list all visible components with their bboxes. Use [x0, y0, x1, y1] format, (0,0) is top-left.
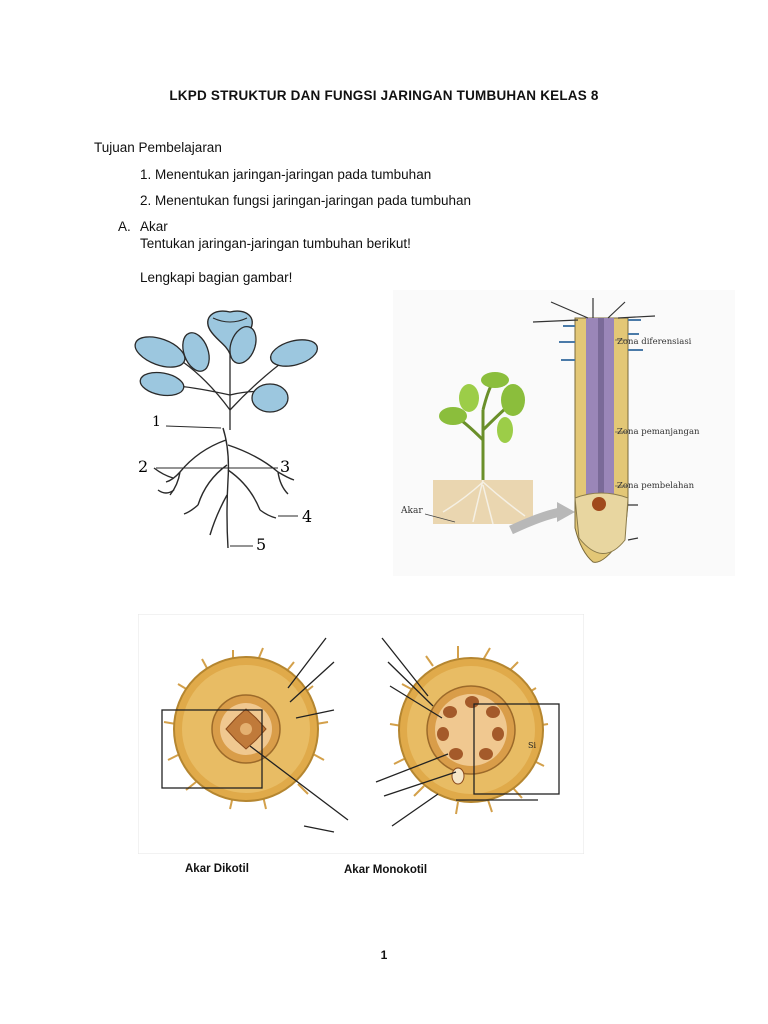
leaves-icon	[134, 326, 319, 430]
section-a-heading: Akar	[140, 219, 168, 234]
section-a-instruction: Tentukan jaringan-jaringan tumbuhan beri…	[140, 236, 411, 251]
akar-label: Akar	[400, 506, 423, 516]
plant-label-3: 3	[280, 457, 290, 476]
monocot-caption: Akar Monokotil	[344, 864, 428, 876]
plant-label-5: 5	[256, 535, 266, 554]
objective-item-2: 2. Menentukan fungsi jaringan-jaringan p…	[140, 193, 471, 208]
page-title: LKPD STRUKTUR DAN FUNGSI JARINGAN TUMBUH…	[169, 88, 599, 103]
seedling-icon	[424, 372, 533, 525]
section-a-marker: A.	[118, 219, 131, 234]
zone-division-label: Zona pembelahan	[617, 481, 695, 491]
zone-elongation-label: Zona pemanjangan	[617, 427, 700, 437]
section-a-task: Lengkapi bagian gambar!	[140, 270, 293, 285]
dicot-caption: Akar Dikotil	[185, 863, 249, 875]
monocot-root-section-icon	[389, 646, 549, 815]
plant-label-1: 1	[152, 414, 161, 430]
dicot-stele-box	[161, 709, 263, 789]
plant-label-2: 2	[138, 457, 148, 476]
objectives-heading: Tujuan Pembelajaran	[94, 140, 222, 155]
plant-label-4: 4	[302, 507, 312, 526]
root-tip-illustration: Akar Zona diferensiasi Zona pemanjangan …	[393, 290, 735, 576]
label-1-pointer	[165, 425, 222, 429]
label-pointer-lines	[249, 637, 538, 833]
monocot-stele-box	[473, 703, 560, 795]
si-label: Si	[528, 741, 536, 750]
page-number: 1	[380, 948, 388, 962]
zone-differentiation-label: Zona diferensiasi	[617, 337, 692, 347]
root-cross-section-illustration: Si	[138, 614, 584, 854]
dicot-root-section-icon	[163, 647, 329, 810]
objective-item-1: 1. Menentukan jaringan-jaringan pada tum…	[140, 167, 432, 182]
root-system-icon	[153, 427, 295, 549]
plant-root-illustration: 1 2 3 4 5	[134, 310, 319, 554]
root-tip-cross-section-icon	[532, 298, 656, 563]
